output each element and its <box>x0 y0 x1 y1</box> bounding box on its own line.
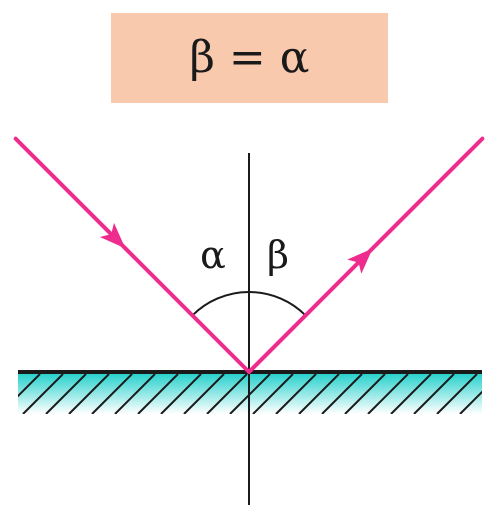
reflected-arrowhead-icon <box>347 248 373 274</box>
hatch-line <box>114 373 156 414</box>
hatch-line <box>298 373 340 414</box>
angle-arc <box>191 291 307 317</box>
hatch-line <box>367 373 409 414</box>
formula-text: β = α <box>190 32 310 83</box>
hatch-line <box>344 373 386 414</box>
hatch-line <box>252 373 294 414</box>
hatch-line <box>483 374 500 414</box>
hatch-line <box>45 373 87 414</box>
hatch-line <box>206 373 248 414</box>
hatch-line <box>321 373 363 414</box>
hatch-line <box>91 373 133 414</box>
incident-arrowhead-icon <box>99 222 126 249</box>
hatch-line <box>413 373 455 414</box>
hatch-line <box>22 373 64 414</box>
hatch-line <box>459 390 482 414</box>
hatch-line <box>436 373 478 414</box>
hatch-line <box>275 373 317 414</box>
incident-ray <box>13 136 251 374</box>
hatch-line <box>137 373 179 414</box>
incident-angle-label: α <box>200 233 226 277</box>
hatch-line <box>390 373 432 414</box>
hatch-line <box>18 373 41 398</box>
mirror-hatching <box>18 373 500 414</box>
reflected-angle-label: β <box>267 233 289 277</box>
hatch-line <box>183 373 225 414</box>
hatch-line <box>160 373 202 414</box>
formula-background <box>111 13 388 103</box>
hatch-line <box>68 373 110 414</box>
formula-box: β = α <box>111 13 388 103</box>
